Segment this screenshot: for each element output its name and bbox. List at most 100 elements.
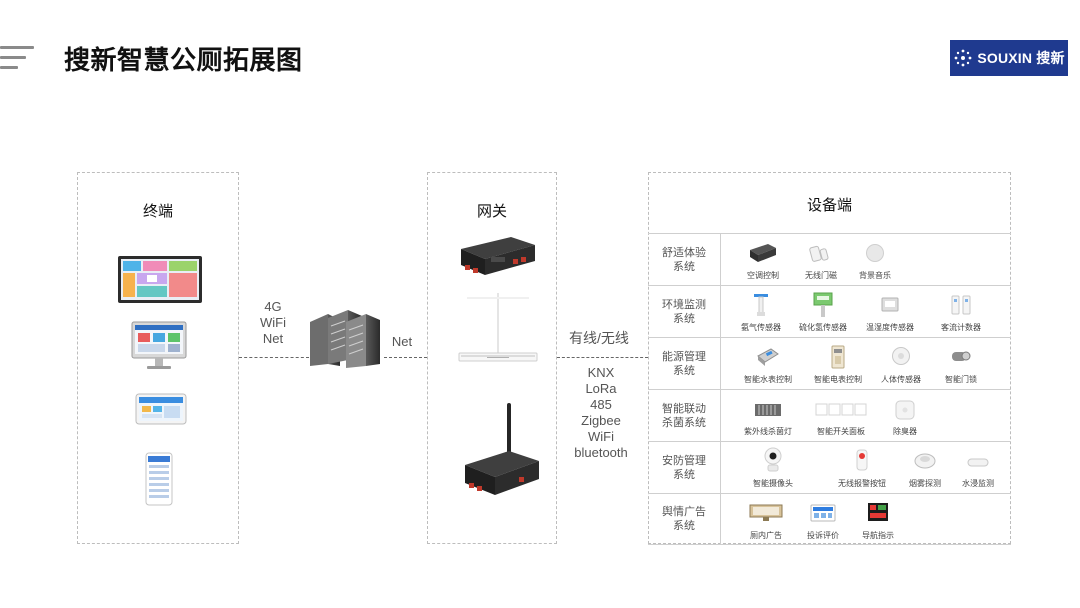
device-label: 温湿度传感器	[866, 323, 914, 332]
speaker-icon	[866, 244, 884, 262]
device-item: 无线报警按钮	[834, 442, 890, 493]
menu-icon[interactable]	[0, 46, 34, 72]
desktop-monitor-icon	[131, 321, 187, 369]
device-row: 环境监测 系统 氨气传感器 硫化氢传感器 温湿度传感器 客流计数器	[648, 285, 1011, 337]
protocol-list: KNX LoRa 485 Zigbee WiFi bluetooth	[568, 365, 634, 461]
device-label: 烟雾探测	[909, 479, 941, 488]
protocol-485: 485	[590, 397, 612, 412]
camera-icon	[764, 447, 782, 472]
category-line2: 系统	[673, 467, 695, 481]
temp-humidity-sensor-icon	[881, 297, 899, 312]
wireless-router-icon	[458, 293, 538, 362]
h2s-sensor-icon	[813, 292, 833, 317]
category-line2: 系统	[673, 311, 695, 325]
brand-logo: SOUXIN 搜新	[950, 40, 1068, 76]
device-item: 客流计数器	[936, 286, 986, 337]
protocol-wifi: WiFi	[588, 429, 614, 444]
device-item: 背景音乐	[850, 234, 900, 285]
smart-lock-icon	[952, 351, 971, 361]
device-row: 舒适体验 系统 空调控制 无线门磁 背景音乐	[648, 233, 1011, 285]
smartphone-icon	[145, 452, 173, 506]
link-label-wifi: WiFi	[260, 315, 286, 330]
terminal-link-labels: 4G WiFi Net	[250, 299, 296, 347]
device-row: 智能联动 杀菌系统 紫外线杀菌灯 智能开关面板 除臭器	[648, 389, 1011, 441]
device-label: 背景音乐	[859, 271, 891, 280]
device-label: 厕内广告	[750, 531, 782, 540]
server-link-label: Net	[391, 334, 413, 349]
uv-lamp-icon	[755, 404, 781, 416]
switch-panel-icon	[815, 403, 867, 416]
device-label: 无线门磁	[805, 271, 837, 280]
gateway-title: 网关	[476, 202, 507, 220]
tablet-icon	[135, 393, 187, 425]
device-label: 投诉评价	[807, 531, 839, 540]
devices-title: 设备端	[806, 196, 852, 214]
device-item: 水浸监测	[953, 442, 1003, 493]
device-label: 除臭器	[893, 427, 917, 436]
device-item: 投诉评价	[798, 494, 848, 544]
door-sensor-icon	[809, 245, 829, 262]
device-item: 导航指示	[853, 494, 903, 544]
device-item: 厕内广告	[741, 494, 791, 544]
device-item: 紫外线杀菌灯	[740, 390, 796, 441]
device-item: 硫化氢传感器	[798, 286, 848, 337]
device-item: 智能门锁	[936, 338, 986, 389]
device-row: 舆情广告 系统 厕内广告 投诉评价 导航指示	[648, 493, 1011, 545]
device-label: 智能水表控制	[744, 375, 792, 384]
device-label: 智能摄像头	[753, 479, 793, 488]
device-label: 人体传感器	[881, 375, 921, 384]
devices-panel: 设备端	[648, 172, 1011, 544]
device-row: 安防管理 系统 智能摄像头 无线报警按钮 烟雾探测 水浸监测	[648, 441, 1011, 493]
device-label: 导航指示	[862, 531, 894, 540]
category-label: 能源管理 系统	[648, 338, 721, 389]
gateway-panel: 网关	[427, 172, 557, 544]
category-line1: 环境监测	[662, 297, 706, 311]
gateway-devices-link	[557, 357, 648, 358]
category-label: 舒适体验 系统	[648, 234, 721, 285]
category-line1: 舆情广告	[662, 505, 706, 518]
motion-sensor-icon	[892, 347, 910, 365]
gateway-link-label: 有线/无线	[569, 330, 629, 346]
ad-display-icon	[749, 504, 783, 521]
device-item: 空调控制	[738, 234, 788, 285]
category-label: 环境监测 系统	[648, 286, 721, 337]
link-label-4g: 4G	[264, 299, 282, 314]
people-counter-icon	[951, 295, 971, 315]
device-item: 除臭器	[880, 390, 930, 441]
protocol-lora: LoRa	[585, 381, 617, 396]
smoke-detector-icon	[914, 453, 936, 469]
page-title: 搜新智慧公厕拓展图	[64, 46, 303, 76]
device-label: 智能电表控制	[814, 375, 862, 384]
deodorizer-icon	[895, 400, 915, 420]
device-item: 无线门磁	[796, 234, 846, 285]
guide-sign-icon	[868, 503, 888, 521]
device-item: 智能开关面板	[813, 390, 869, 441]
terminal-server-link	[239, 357, 309, 358]
protocol-zigbee: Zigbee	[581, 413, 621, 428]
din-rail-gateway-icon	[461, 237, 535, 275]
category-line1: 智能联动	[662, 401, 706, 415]
logo-text: SOUXIN 搜新	[977, 50, 1065, 66]
rating-screen-icon	[810, 504, 836, 522]
category-label: 舆情广告 系统	[648, 494, 721, 544]
device-item: 智能摄像头	[745, 442, 801, 493]
wall-display-icon	[118, 256, 202, 303]
device-item: 智能水表控制	[740, 338, 796, 389]
device-item: 人体传感器	[876, 338, 926, 389]
terminal-panel: 终端	[77, 172, 239, 544]
device-label: 客流计数器	[941, 323, 981, 332]
category-line1: 能源管理	[662, 349, 706, 363]
device-label: 空调控制	[747, 271, 779, 280]
link-label-net: Net	[262, 331, 284, 346]
terminal-title: 终端	[142, 202, 173, 220]
category-line2: 杀菌系统	[662, 415, 706, 429]
device-item: 智能电表控制	[810, 338, 866, 389]
protocol-knx: KNX	[587, 365, 615, 380]
category-line1: 舒适体验	[662, 245, 706, 259]
device-label: 水浸监测	[962, 479, 994, 488]
antenna-gateway-icon	[465, 403, 539, 495]
device-label: 智能门锁	[945, 375, 977, 384]
device-row: 能源管理 系统 智能水表控制 智能电表控制 人体传感器 智能门锁	[648, 337, 1011, 389]
server-gateway-link	[384, 357, 427, 358]
water-meter-icon	[757, 348, 779, 366]
